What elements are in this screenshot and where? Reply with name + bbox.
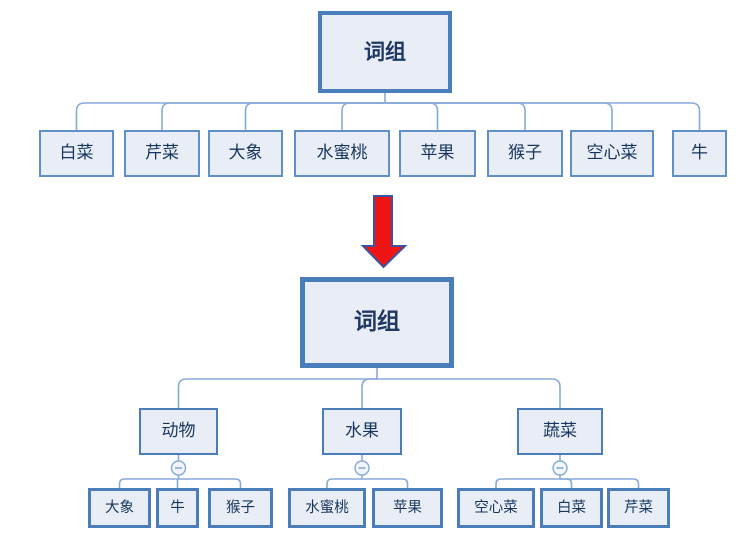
node-label: 苹果 bbox=[420, 143, 455, 163]
top-node-celery[interactable]: 芹菜 bbox=[124, 130, 200, 177]
top-node-water-spinach[interactable]: 空心菜 bbox=[570, 130, 654, 177]
leaf-label: 空心菜 bbox=[474, 499, 518, 516]
leaf-node-peach[interactable]: 水蜜桃 bbox=[288, 488, 366, 528]
collapse-button-fruits[interactable] bbox=[354, 460, 370, 476]
top-node-bokchoy[interactable]: 白菜 bbox=[39, 130, 114, 177]
leaf-node-water-spinach[interactable]: 空心菜 bbox=[457, 488, 535, 528]
bottom-tree-root-connectors bbox=[177, 368, 561, 408]
bottom-root-node[interactable]: 词组 bbox=[300, 277, 454, 368]
group-node-vegetables[interactable]: 蔬菜 bbox=[517, 408, 603, 455]
top-tree-connectors bbox=[75, 93, 701, 130]
top-node-monkey[interactable]: 猴子 bbox=[487, 130, 563, 177]
group-vegetables-connectors bbox=[495, 455, 640, 488]
group-node-fruits[interactable]: 水果 bbox=[322, 408, 402, 455]
bottom-root-label: 词组 bbox=[354, 309, 400, 335]
leaf-label: 苹果 bbox=[393, 499, 422, 516]
collapse-button-vegetables[interactable] bbox=[552, 460, 568, 476]
node-label: 空心菜 bbox=[586, 143, 638, 163]
leaf-node-celery[interactable]: 芹菜 bbox=[607, 488, 670, 528]
leaf-node-elephant[interactable]: 大象 bbox=[88, 488, 151, 528]
node-label: 水蜜桃 bbox=[316, 143, 368, 163]
top-node-apple[interactable]: 苹果 bbox=[399, 130, 476, 177]
group-node-animals[interactable]: 动物 bbox=[139, 408, 218, 455]
leaf-label: 牛 bbox=[170, 499, 185, 516]
node-label: 牛 bbox=[691, 143, 708, 163]
node-label: 芹菜 bbox=[145, 143, 179, 163]
leaf-label: 芹菜 bbox=[624, 499, 653, 516]
group-label: 蔬菜 bbox=[543, 421, 577, 441]
leaf-node-apple[interactable]: 苹果 bbox=[372, 488, 443, 528]
leaf-label: 大象 bbox=[105, 499, 134, 516]
top-node-cow[interactable]: 牛 bbox=[672, 130, 727, 177]
leaf-label: 水蜜桃 bbox=[305, 499, 349, 516]
top-node-elephant[interactable]: 大象 bbox=[208, 130, 283, 177]
leaf-node-monkey[interactable]: 猴子 bbox=[208, 488, 273, 528]
leaf-label: 白菜 bbox=[557, 499, 586, 516]
collapse-button-animals[interactable] bbox=[170, 460, 187, 476]
leaf-node-cow[interactable]: 牛 bbox=[156, 488, 199, 528]
group-label: 动物 bbox=[161, 421, 196, 441]
group-label: 水果 bbox=[345, 421, 379, 441]
node-label: 大象 bbox=[228, 143, 263, 163]
node-label: 白菜 bbox=[59, 143, 94, 163]
transform-down-arrow-icon bbox=[360, 195, 408, 269]
top-root-node[interactable]: 词组 bbox=[318, 11, 452, 93]
top-root-label: 词组 bbox=[364, 39, 406, 64]
top-node-peach[interactable]: 水蜜桃 bbox=[294, 130, 390, 177]
leaf-label: 猴子 bbox=[226, 499, 255, 516]
leaf-node-bokchoy[interactable]: 白菜 bbox=[540, 488, 603, 528]
node-label: 猴子 bbox=[508, 143, 542, 163]
